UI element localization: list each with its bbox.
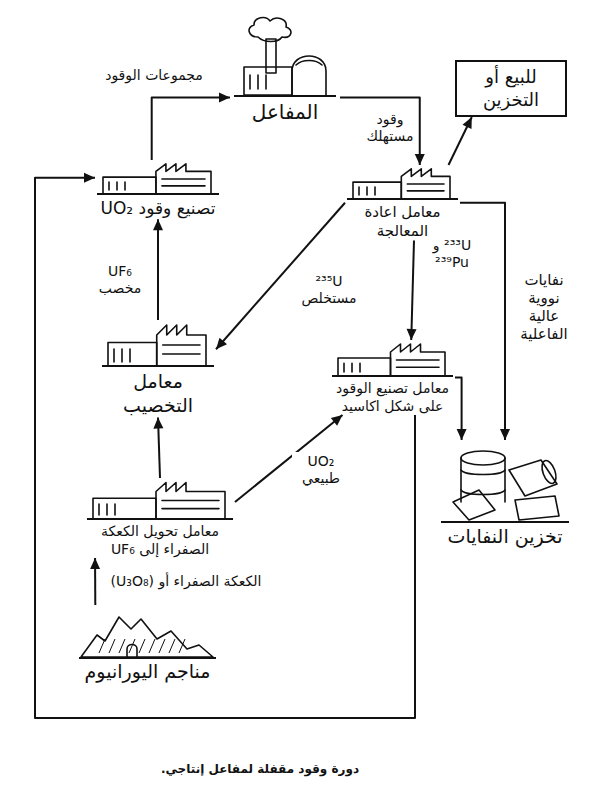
facility-illustration (100, 320, 216, 370)
node-label: تخزين النفايات (435, 525, 575, 549)
node-label: معامل تحويل الكعكة الصفراء إلى UF₆ (85, 523, 235, 558)
figure-caption: دورة وقود مقفلة لمفاعل إنتاجي. (100, 762, 420, 776)
enrichment-node: معامل التخصيب (100, 320, 216, 418)
reprocessing-node: معامل اعادة المعالجة (345, 165, 460, 241)
facility-illustration (85, 478, 235, 523)
edge-label: ²³⁵U مستخلص (298, 272, 360, 308)
facility-illustration (435, 440, 575, 525)
node-label: معامل تصنيع الوقود على شكل اكاسيد (330, 380, 455, 415)
flow-arrow (152, 93, 230, 161)
reactor-node: المفاعل (230, 15, 340, 125)
conversion-node: معامل تحويل الكعكة الصفراء إلى UF₆ (85, 478, 235, 558)
flow-arrow (407, 241, 417, 341)
flow-arrow (90, 558, 100, 605)
edge-label: UF₆ مخصب (88, 262, 152, 298)
edge-label: وقود مستهلك (362, 110, 418, 146)
storage-box: للبيع أو التخزين (455, 60, 567, 117)
flow-arrow (153, 418, 163, 479)
uranium-mine-node: مناجم اليورانيوم (75, 605, 220, 684)
node-label: تصنيع وقود UO₂ (95, 198, 221, 219)
flow-arrow (153, 219, 163, 320)
facility-illustration (95, 160, 221, 198)
facility-illustration (345, 165, 460, 203)
edge-label: UO₂ طبيعي (292, 452, 350, 488)
flow-arrow (449, 117, 472, 165)
node-label: معامل اعادة المعالجة (345, 203, 460, 241)
facility-illustration (230, 15, 340, 100)
node-label: للبيع أو التخزين (460, 66, 562, 111)
edge-label: ²³³U و ²³⁹Pu (424, 236, 480, 272)
fuel-fabrication-node: تصنيع وقود UO₂ (95, 160, 221, 219)
flow-arrow (340, 98, 425, 166)
facility-illustration (75, 605, 220, 660)
node-label: مناجم اليورانيوم (75, 660, 220, 684)
node-label: المفاعل (230, 100, 340, 125)
edge-label: الكعكة الصفراء أو (U₃O₈) (104, 572, 268, 591)
facility-illustration (330, 340, 455, 380)
edge-label: مجموعات الوقود (92, 66, 216, 85)
oxide-fabrication-node: معامل تصنيع الوقود على شكل اكاسيد (330, 340, 455, 415)
flow-arrow (455, 378, 467, 441)
waste-storage-node: تخزين النفايات (435, 440, 575, 549)
node-label: معامل التخصيب (100, 370, 216, 418)
flow-arrow (35, 173, 415, 718)
edge-label: نفايات نووية عالية الفاعلية (512, 270, 576, 344)
